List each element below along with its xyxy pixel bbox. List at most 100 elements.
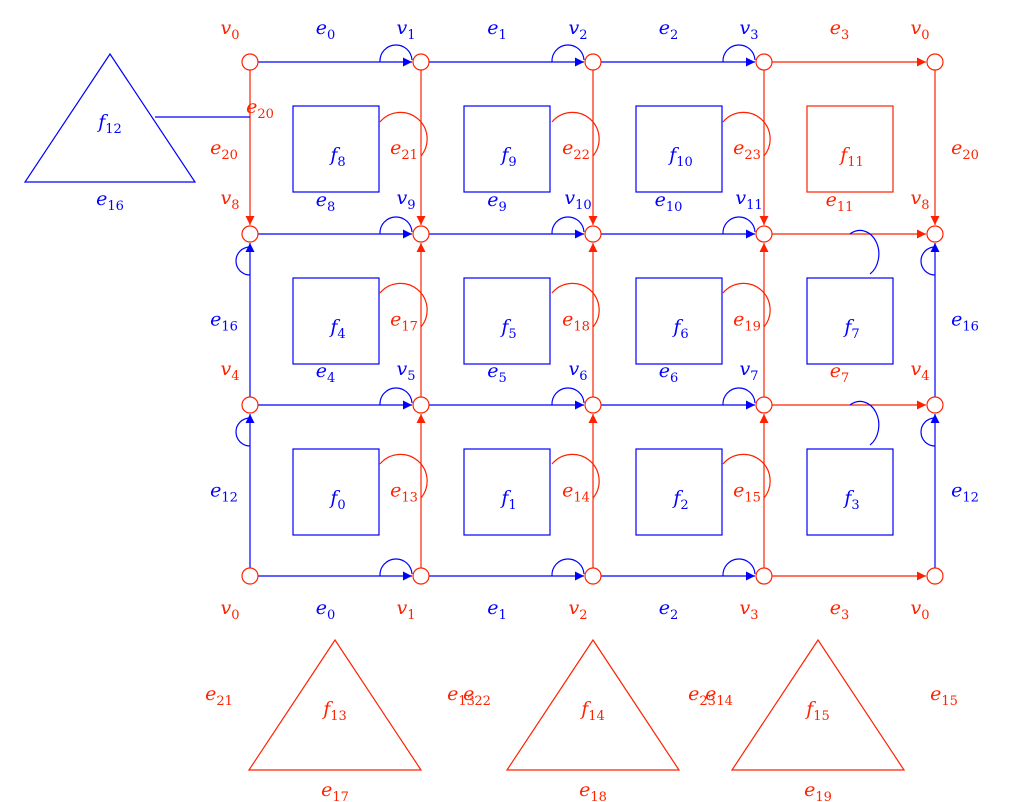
face-label: f2 — [671, 487, 688, 513]
corner-arc-side — [379, 111, 428, 157]
face-square — [463, 448, 551, 536]
edge-label-v: e18 — [562, 309, 590, 335]
face-square — [635, 277, 723, 365]
corner-arc-left — [920, 417, 936, 447]
edge-label-h: e11 — [826, 189, 854, 215]
edge-label-v: e20 — [210, 137, 238, 163]
triangle-face-label: f15 — [804, 698, 830, 724]
corner-arc-top — [551, 387, 585, 406]
corner-arc-top — [379, 44, 413, 63]
triangle-edge-label: e17 — [321, 779, 349, 802]
face-label: f8 — [328, 144, 345, 170]
corner-arcs-layer — [235, 44, 936, 577]
edge-label-h: e2 — [659, 17, 679, 43]
vertex-label: v4 — [220, 358, 239, 384]
triangle-face-label: f12 — [96, 111, 122, 137]
edge-label-h: e8 — [316, 189, 336, 215]
face-label: f4 — [328, 316, 345, 342]
face-label: f11 — [838, 144, 864, 170]
corner-arc-side — [722, 282, 771, 328]
vertex-node — [755, 225, 773, 243]
corner-arc-top — [379, 387, 413, 406]
triangle-edge-label: e21 — [205, 683, 233, 709]
corner-arc-right — [849, 229, 880, 275]
edges-layer — [155, 57, 940, 581]
edge-label-h: e0 — [316, 597, 336, 623]
corner-arc-side — [379, 282, 428, 328]
vertex-node — [755, 396, 773, 414]
vertex-label: v0 — [910, 17, 929, 43]
triangle-face-label: f14 — [579, 698, 605, 724]
corner-arc-right — [849, 400, 880, 446]
edge-label-v: e20 — [951, 137, 979, 163]
corner-arc-side — [551, 282, 600, 328]
vertex-node — [412, 396, 430, 414]
face-label: f10 — [667, 144, 693, 170]
edge-label-v: e12 — [210, 480, 238, 506]
corner-arc-top — [551, 44, 585, 63]
corner-arc-top — [379, 558, 413, 577]
face-square — [292, 448, 380, 536]
edge-label-v: e22 — [562, 137, 590, 163]
triangle-edge-label: e16 — [96, 188, 124, 214]
vertex-label: v0 — [220, 597, 239, 623]
vertex-node — [412, 225, 430, 243]
edge-label-h: e3 — [830, 17, 850, 43]
vertex-label: v3 — [739, 17, 758, 43]
vertex-label: v1 — [396, 17, 415, 43]
triangle-face — [23, 52, 197, 183]
face-square — [635, 105, 723, 193]
vertex-label: v2 — [568, 597, 587, 623]
corner-arc-left — [920, 246, 936, 276]
vertex-node — [584, 567, 602, 585]
vertex-label: v8 — [910, 187, 929, 213]
edge-label-v: e16 — [210, 309, 238, 335]
vertex-node — [584, 396, 602, 414]
edge-label-v: e23 — [733, 137, 761, 163]
vertex-label: v9 — [396, 187, 415, 213]
triangle-face — [247, 638, 423, 771]
triangle-edge-label: e18 — [579, 779, 607, 802]
vertex-node — [584, 53, 602, 71]
edge-label-v: e14 — [562, 480, 590, 506]
vertex-label: v5 — [396, 358, 415, 384]
corner-arc-top — [722, 558, 756, 577]
face-square — [635, 448, 723, 536]
face-square — [463, 105, 551, 193]
edge-label-v: e19 — [733, 309, 761, 335]
vertex-label: v2 — [568, 17, 587, 43]
vertex-node — [926, 53, 944, 71]
vertex-node — [241, 53, 259, 71]
edge-label-h: e9 — [487, 189, 507, 215]
edge-label-v: e15 — [733, 480, 761, 506]
face-square — [806, 448, 894, 536]
vertex-node — [241, 567, 259, 585]
vertex-label: v10 — [564, 187, 591, 213]
corner-arc-top — [551, 216, 585, 235]
face-square — [292, 277, 380, 365]
edge-label-v: e12 — [951, 480, 979, 506]
vertex-node — [755, 567, 773, 585]
corner-arc-side — [722, 111, 771, 157]
vertex-label: v8 — [220, 187, 239, 213]
vertex-node — [412, 567, 430, 585]
vertex-node — [926, 396, 944, 414]
corner-arc-side — [551, 111, 600, 157]
face-square — [463, 277, 551, 365]
edge-label-v: e17 — [390, 309, 418, 335]
vertex-label: v11 — [735, 187, 762, 213]
vertex-label: v1 — [396, 597, 415, 623]
corner-arc-top — [551, 558, 585, 577]
corner-arc-top — [722, 216, 756, 235]
corner-arc-side — [379, 453, 428, 499]
edge-label-v: e13 — [390, 480, 418, 506]
corner-arc-top — [722, 387, 756, 406]
corner-arc-side — [551, 453, 600, 499]
face-label: f1 — [499, 487, 516, 513]
edge-label-h: e1 — [487, 17, 507, 43]
edge-label-h: e1 — [487, 597, 507, 623]
corner-arc-left — [235, 246, 251, 276]
face-label: f7 — [842, 316, 859, 342]
